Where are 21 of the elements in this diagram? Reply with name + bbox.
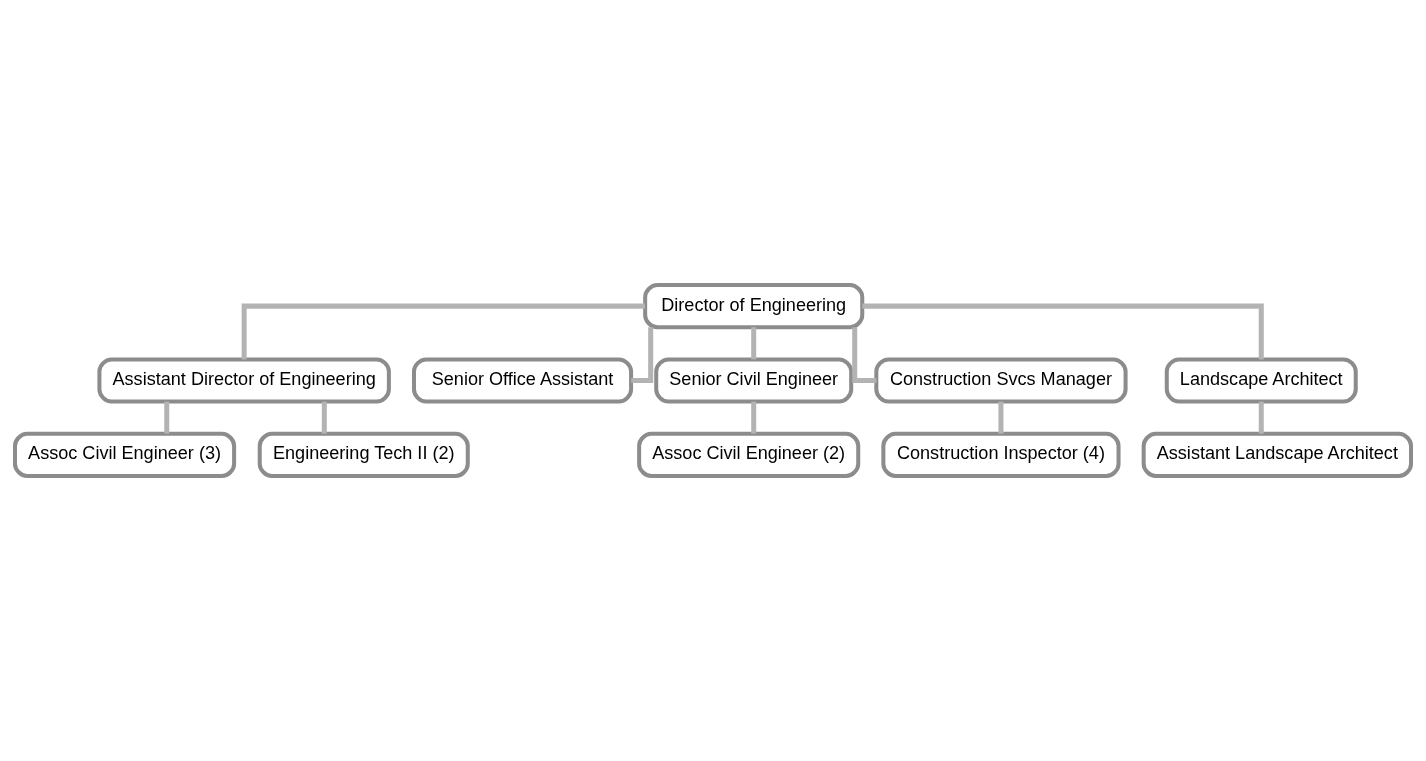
node-box: Assistant Landscape Architect — [1141, 431, 1413, 478]
node-box: Assoc Civil Engineer (3) — [13, 431, 237, 478]
node-box: Director of Engineering — [643, 283, 865, 330]
node-box: Construction Svcs Manager — [874, 357, 1128, 404]
connector — [998, 401, 1004, 434]
node-box: Senior Civil Engineer — [654, 357, 854, 404]
node-box: Assistant Director of Engineering — [97, 357, 391, 404]
connector — [852, 327, 877, 383]
node-box: Senior Office Assistant — [412, 357, 634, 404]
connector — [241, 303, 645, 360]
node-box: Construction Inspector (4) — [881, 431, 1121, 478]
connector — [164, 401, 170, 434]
connector — [1258, 401, 1264, 434]
connector — [751, 327, 757, 360]
node-box: Landscape Architect — [1164, 357, 1358, 404]
node-box: Engineering Tech II (2) — [257, 431, 470, 478]
connector — [631, 327, 654, 383]
connector — [751, 401, 757, 434]
connector — [321, 401, 327, 434]
node-box: Assoc Civil Engineer (2) — [637, 431, 861, 478]
connector — [862, 303, 1264, 360]
